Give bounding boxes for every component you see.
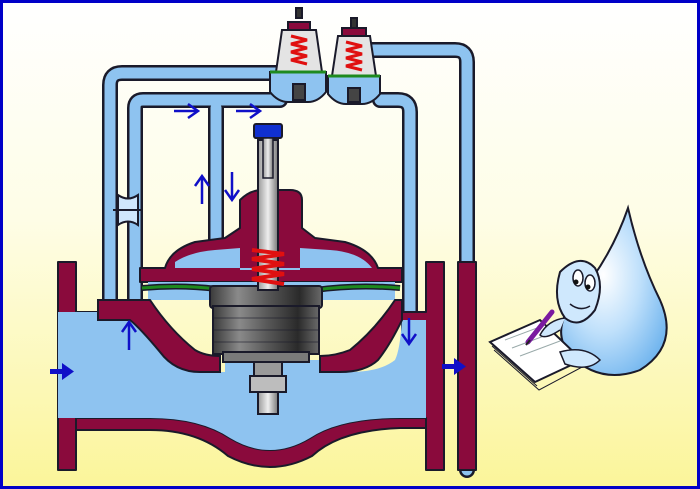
pilot-valve-right	[327, 17, 381, 105]
mouth	[569, 303, 591, 310]
outlet-flow-arrow	[442, 358, 466, 375]
pilot-top-right-arrow-2	[236, 102, 263, 120]
bonnet-chamber	[175, 248, 372, 270]
inlet-flow-arrow	[50, 363, 74, 380]
top-handle	[253, 123, 283, 179]
flow-arrows	[50, 102, 466, 380]
piston	[209, 285, 323, 363]
arm	[539, 317, 566, 338]
pilot-tubing	[102, 42, 475, 478]
chamber-down-arrow	[223, 172, 241, 203]
valve-seat	[97, 299, 403, 373]
valve-diagram	[50, 7, 668, 478]
water-drop-mascot	[488, 204, 668, 391]
needle-valve	[113, 193, 143, 227]
pilot-inlet-up-arrow	[120, 319, 138, 350]
hand-lower	[558, 349, 602, 368]
downstream-sense-down-arrow	[400, 318, 418, 347]
tube-water	[104, 44, 473, 476]
main-spring	[251, 248, 285, 286]
chamber-up-arrow	[193, 173, 211, 204]
pencil-icon	[525, 309, 555, 346]
pilot-valve-left	[269, 7, 327, 103]
right-flange-outer	[457, 261, 477, 471]
pilot-top-right-arrow-1	[174, 102, 201, 120]
